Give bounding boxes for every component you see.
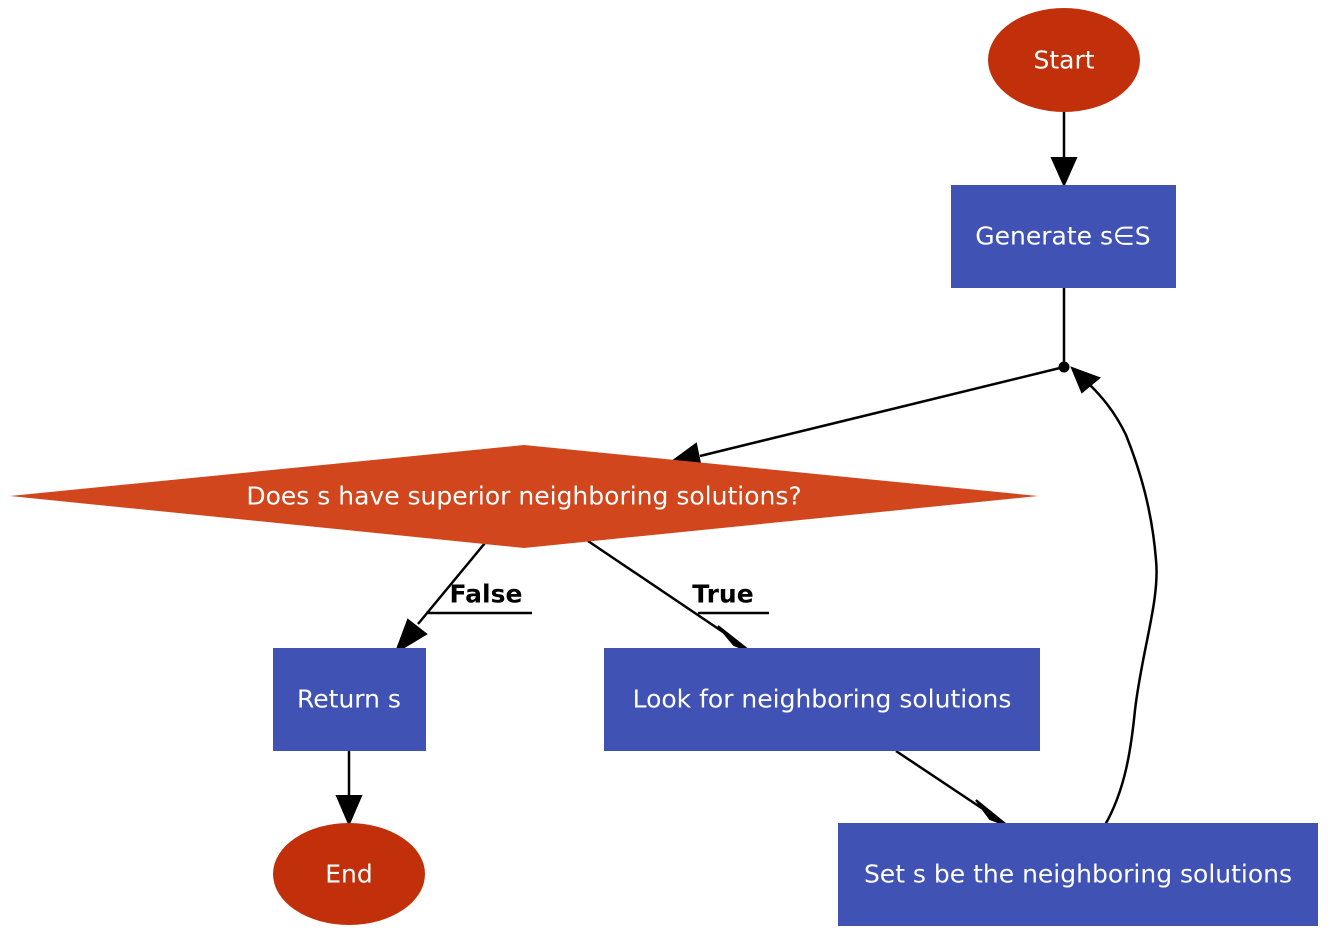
- end-shape: [273, 823, 425, 925]
- generate-shape: [951, 185, 1176, 288]
- look-label: Look for neighboring solutions: [633, 685, 1012, 714]
- arrowhead-icon: [394, 618, 428, 655]
- set-label: Set s be the neighboring solutions: [864, 860, 1292, 889]
- return-node: Return s: [273, 648, 426, 751]
- set-node: Set s be the neighboring solutions: [838, 823, 1318, 926]
- look-node: Look for neighboring solutions: [604, 648, 1040, 751]
- false-edge-label: False: [450, 580, 523, 609]
- generate-node: Generate s∈S: [951, 185, 1176, 288]
- start-label: Start: [1033, 46, 1094, 75]
- true-edge-label: True: [692, 580, 753, 609]
- decision-shape: [10, 445, 1038, 548]
- start-node: Start: [988, 8, 1140, 112]
- return-label: Return s: [297, 685, 401, 714]
- arrowhead-icon: [975, 799, 1009, 827]
- return-shape: [273, 648, 426, 751]
- generate-label: Generate s∈S: [975, 222, 1150, 251]
- edge-set-junction: [1089, 384, 1158, 826]
- arrowhead-icon: [1050, 157, 1078, 188]
- start-shape: [988, 8, 1140, 112]
- edge-look-set: [895, 749, 984, 811]
- arrowhead-icon: [335, 795, 363, 827]
- set-shape: [838, 823, 1318, 926]
- edge-decision-return: [417, 542, 486, 625]
- edges: [335, 112, 1158, 827]
- end-label: End: [325, 860, 373, 889]
- end-node: End: [273, 823, 425, 925]
- decision-label: Does s have superior neighboring solutio…: [246, 482, 801, 511]
- edge-junction-decision: [699, 365, 1065, 458]
- edge-decision-look: [587, 539, 727, 636]
- look-shape: [604, 648, 1040, 751]
- arrowhead-icon: [1070, 366, 1101, 394]
- decision-node: Does s have superior neighboring solutio…: [10, 445, 1038, 548]
